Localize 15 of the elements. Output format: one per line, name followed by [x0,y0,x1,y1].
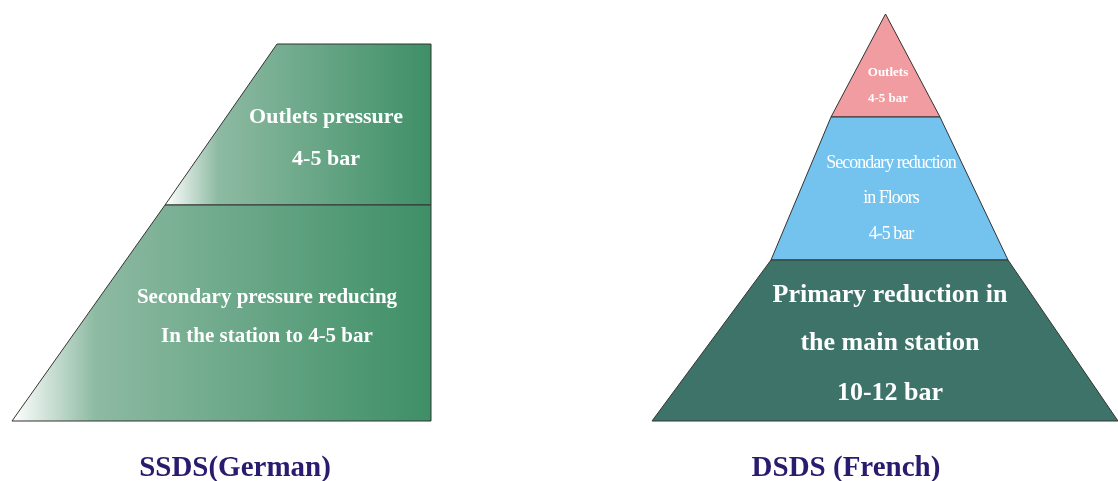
band-text: Secondary reduction [826,153,956,173]
band-text: the main station [800,327,980,357]
band-text: 4-5 bar [867,90,909,106]
band-text: Outlets [867,64,909,80]
band-text: In the station to 4-5 bar [161,324,373,348]
band-text: 4-5 bar [292,145,360,171]
band-text: Secondary pressure reducing [136,285,398,309]
pyramid-level-band [652,260,1118,421]
band-text: 4-5 bar [868,224,914,244]
band-text: 10-12 bar [836,377,944,407]
diagram-caption: DSDS (French) [751,449,941,481]
band-text: Outlets pressure [249,103,403,129]
band-text: Primary reduction in [772,279,1008,309]
diagram-caption: SSDS(German) [139,449,331,481]
band-text: in Floors [863,188,919,208]
